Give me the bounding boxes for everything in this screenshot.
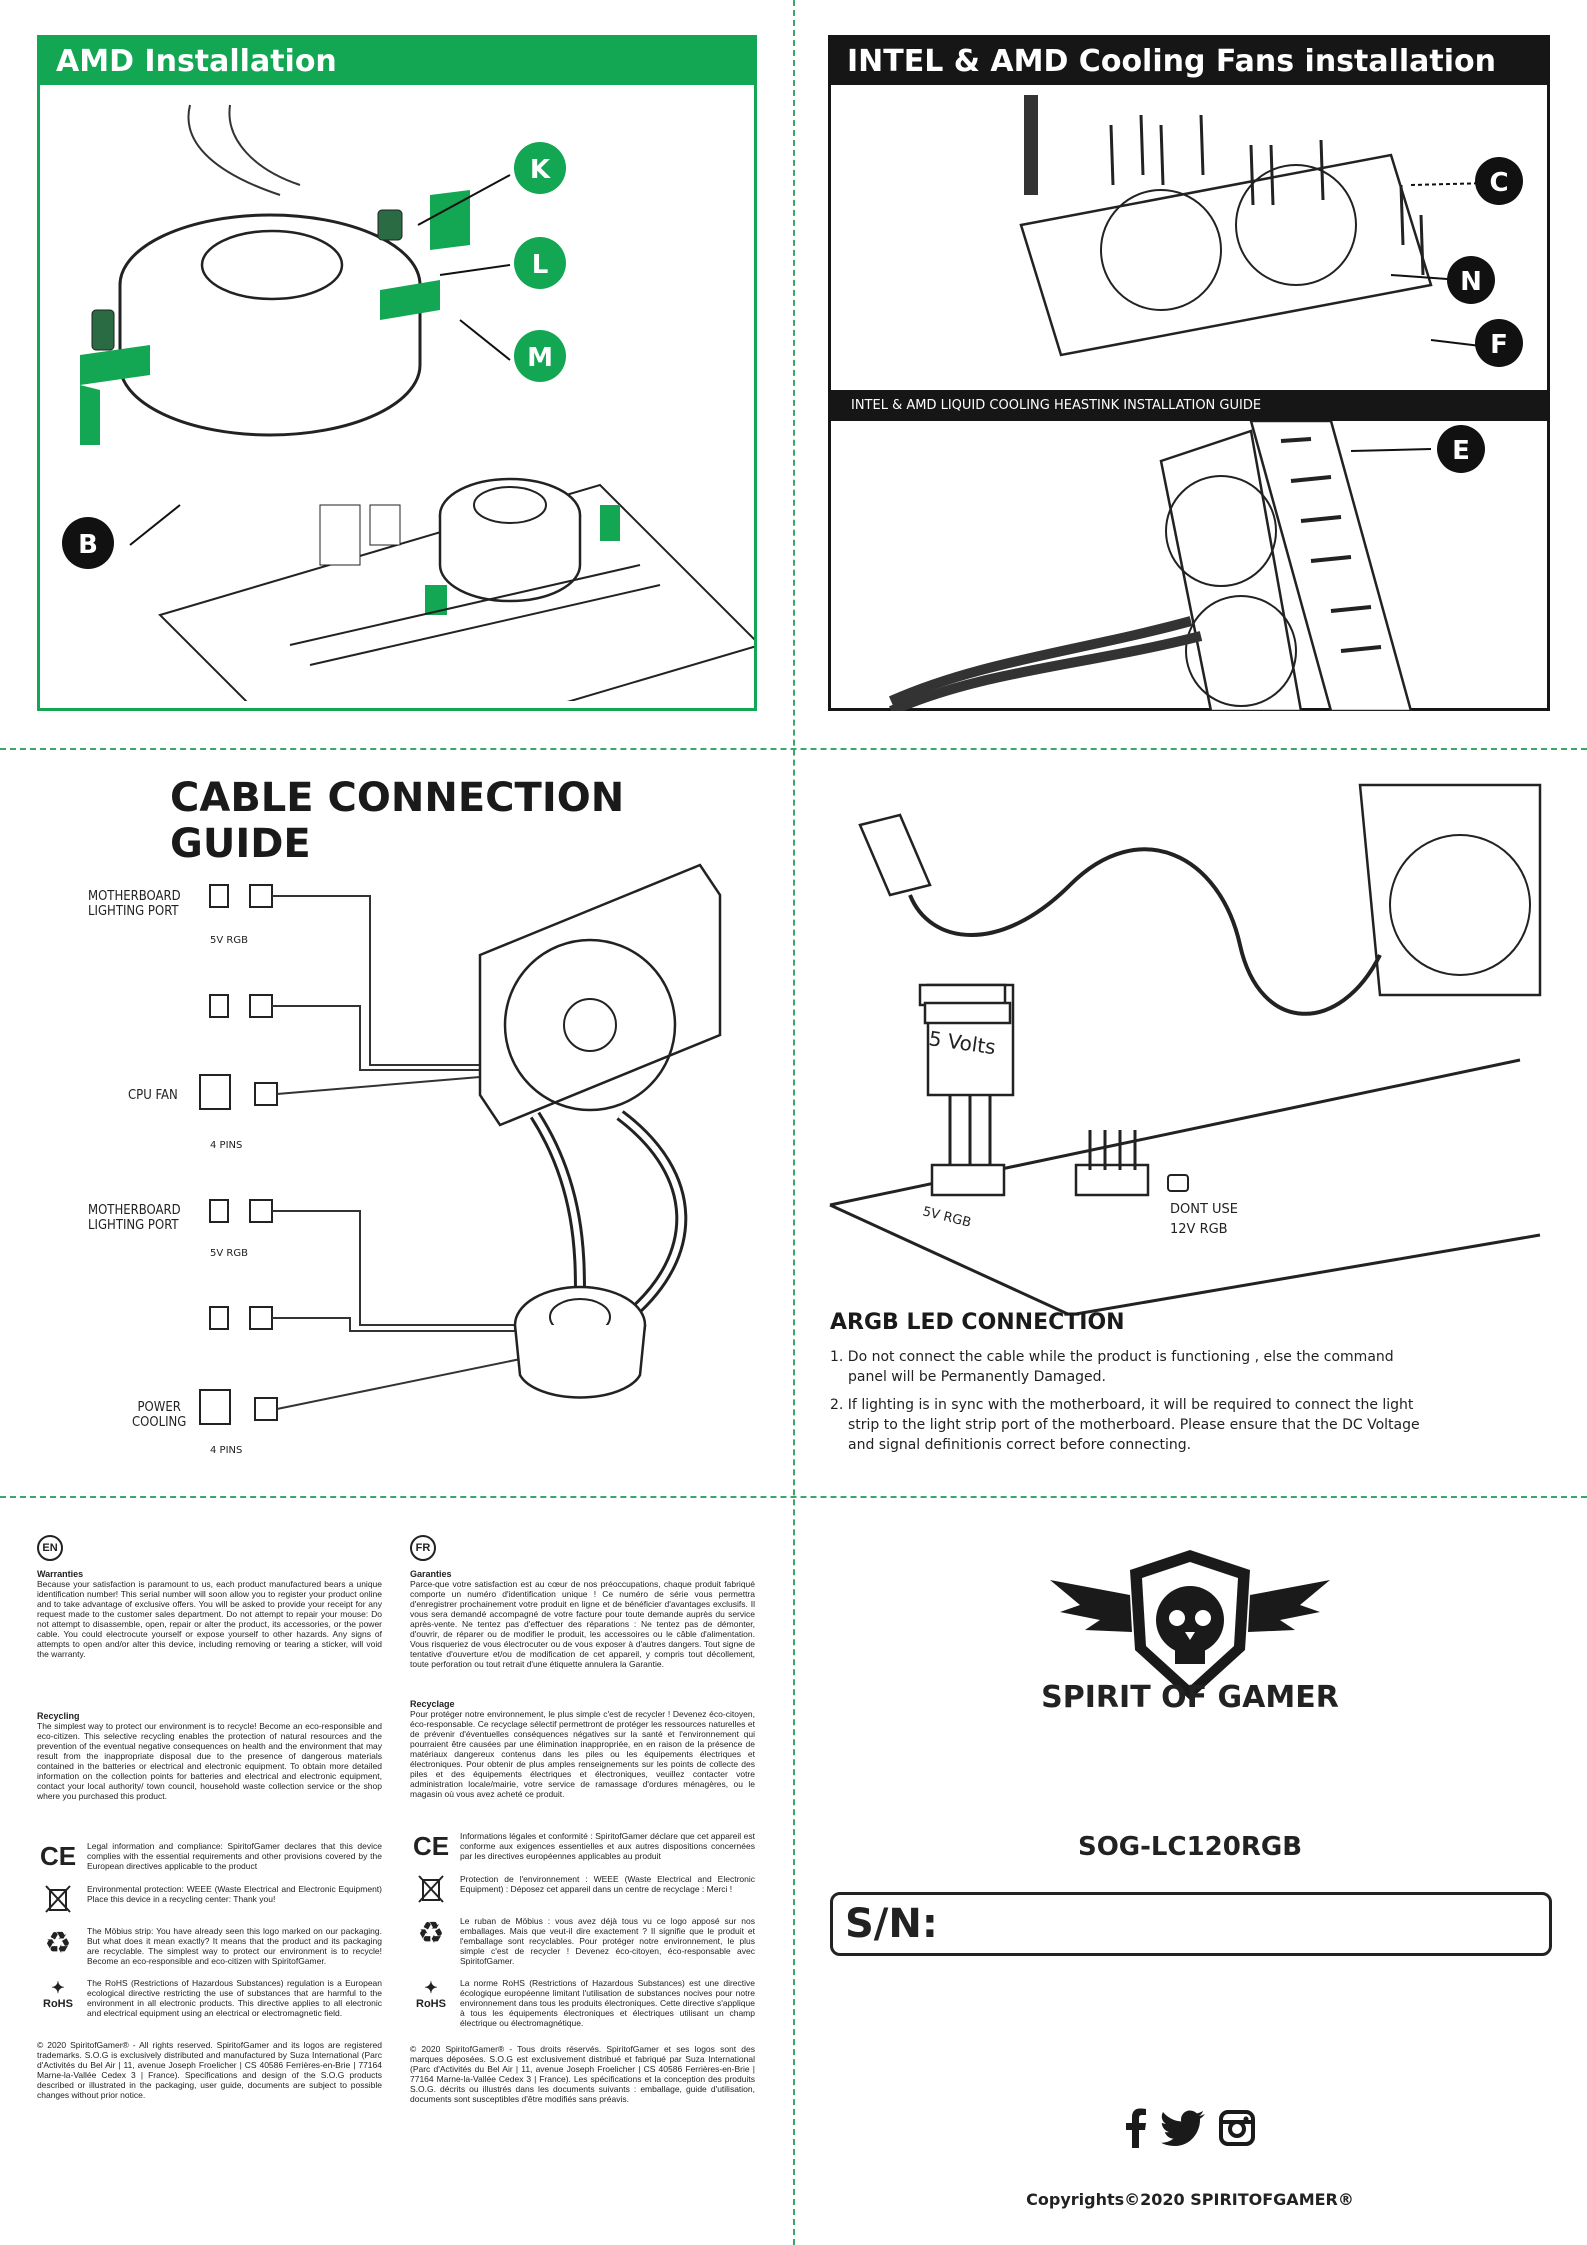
note-4-pins-1: 4 PINS bbox=[210, 1140, 243, 1151]
amd-installation-diagram: K L M B bbox=[62, 104, 762, 777]
en-rohs-row: ✦RoHS The RoHS (Restrictions of Hazardou… bbox=[37, 1978, 382, 2018]
en-mobius-row: ♻ The Möbius strip: You have already see… bbox=[37, 1926, 382, 1966]
dont-use-12v-label: 12V RGB bbox=[1170, 1222, 1228, 1237]
brand-name: SPIRIT OF GAMER bbox=[1041, 1680, 1339, 1715]
ce-mark-icon: CE bbox=[39, 1841, 77, 1871]
en-weee-text: Environmental protection: WEEE (Waste El… bbox=[87, 1884, 382, 1904]
en-recycling-heading: Recycling bbox=[37, 1711, 80, 1721]
badge-f: F bbox=[1490, 330, 1508, 360]
en-warranties-text: Because your satisfaction is paramount t… bbox=[37, 1579, 382, 1659]
fr-rohs-text: La norme RoHS (Restrictions of Hazardous… bbox=[460, 1978, 755, 2028]
fr-flag-icon: FR bbox=[410, 1535, 436, 1561]
en-copyright-text: © 2020 SpiritofGamer® - All rights reser… bbox=[37, 2040, 382, 2100]
brand-copyright: Copyrights©2020 SPIRITOFGAMER® bbox=[1026, 2190, 1354, 2209]
weee-bin-icon bbox=[410, 1874, 452, 1904]
serial-number-box: S/N: bbox=[830, 1892, 1552, 1956]
cable-guide-title: CABLE CONNECTION GUIDE bbox=[170, 775, 625, 867]
fr-mobius-row: ♻ Le ruban de Möbius : vous avez déjà to… bbox=[410, 1916, 755, 1966]
fr-rohs-row: ✦RoHS La norme RoHS (Restrictions of Haz… bbox=[410, 1978, 755, 2028]
amd-installation-panel: AMD Installation K L bbox=[37, 35, 762, 777]
fr-recycling-heading: Recyclage bbox=[410, 1699, 455, 1709]
recycle-icon: ♻ bbox=[44, 1927, 72, 1960]
fr-ce-text: Informations légales et conformité : Spi… bbox=[460, 1831, 755, 1861]
en-warranties-heading: Warranties bbox=[37, 1569, 84, 1579]
serial-number-label: S/N: bbox=[845, 1901, 938, 1947]
fan-installation-subtitle: INTEL & AMD LIQUID COOLING HEASTINK INST… bbox=[831, 390, 1547, 421]
argb-diagram: 5 Volts 5V RGB DONT USE 12V RGB bbox=[829, 783, 1542, 1317]
instagram-icon[interactable] bbox=[1219, 2110, 1255, 2146]
fr-ce-row: CE Informations légales et conformité : … bbox=[410, 1831, 755, 1862]
argb-title: ARGB LED CONNECTION bbox=[830, 1310, 1125, 1335]
fr-warranties-heading: Garanties bbox=[410, 1569, 452, 1579]
amd-installation-title: AMD Installation bbox=[40, 38, 754, 85]
brand-panel: SPIRIT OF GAMER SOG-LC120RGB S/N: Copyri… bbox=[820, 1520, 1560, 2230]
badge-e: E bbox=[1452, 436, 1470, 466]
legal-fr-column: FR Garanties Parce-que votre satisfactio… bbox=[410, 1535, 755, 2225]
horizontal-cut-line-2 bbox=[0, 1496, 1587, 1498]
fr-warranties-text: Parce-que votre satisfaction est au cœur… bbox=[410, 1579, 755, 1669]
fan-installation-side-diagram: E bbox=[888, 419, 1485, 716]
en-rohs-text: The RoHS (Restrictions of Hazardous Subs… bbox=[87, 1978, 382, 2018]
model-number: SOG-LC120RGB bbox=[1077, 1832, 1303, 1862]
warning-speech-icon bbox=[1167, 1174, 1189, 1192]
fr-copyright-text: © 2020 SpiritofGamer® - Tous droits rése… bbox=[410, 2044, 755, 2104]
badge-l: L bbox=[532, 250, 549, 280]
argb-panel: 5 Volts 5V RGB DONT USE 12V RGB ARGB LED… bbox=[820, 775, 1560, 1475]
fan-installation-title: INTEL & AMD Cooling Fans installation bbox=[831, 38, 1547, 85]
rohs-icon: ✦RoHS bbox=[416, 1980, 446, 2010]
note-4-pins-2: 4 PINS bbox=[210, 1445, 243, 1456]
legal-en-column: EN Warranties Because your satisfaction … bbox=[37, 1535, 382, 2225]
twitter-icon[interactable] bbox=[1161, 2110, 1205, 2146]
facebook-icon[interactable] bbox=[1125, 2108, 1147, 2148]
badge-m: M bbox=[527, 343, 553, 373]
dont-use-label: DONT USE bbox=[1170, 1202, 1238, 1217]
ce-mark-icon: CE bbox=[412, 1831, 450, 1861]
fr-mobius-text: Le ruban de Möbius : vous avez déjà tous… bbox=[460, 1916, 755, 1966]
en-ce-row: CE Legal information and compliance: Spi… bbox=[37, 1841, 382, 1872]
fan-installation-top-diagram: C N F bbox=[1019, 95, 1523, 367]
en-flag-icon: EN bbox=[37, 1535, 63, 1561]
fr-recycling-text: Pour protéger notre environnement, le pl… bbox=[410, 1709, 755, 1799]
fr-weee-text: Protection de l'environnement : WEEE (Wa… bbox=[460, 1874, 755, 1894]
badge-b: B bbox=[78, 530, 98, 560]
horizontal-cut-line-1 bbox=[0, 748, 1587, 750]
en-weee-row: Environmental protection: WEEE (Waste El… bbox=[37, 1884, 382, 1914]
rohs-icon: ✦RoHS bbox=[43, 1980, 73, 2010]
recycle-icon: ♻ bbox=[417, 1917, 445, 1950]
weee-bin-icon bbox=[37, 1884, 79, 1914]
fan-installation-panel: INTEL & AMD Cooling Fans installation C … bbox=[828, 35, 1550, 716]
en-ce-text: Legal information and compliance: Spirit… bbox=[87, 1841, 382, 1871]
label-cpu-fan: CPU FAN bbox=[128, 1088, 178, 1103]
en-recycling-text: The simplest way to protect our environm… bbox=[37, 1721, 382, 1801]
note-5v-rgb-1: 5V RGB bbox=[210, 935, 248, 946]
spirit-of-gamer-logo bbox=[1050, 1550, 1330, 1700]
argb-instructions: 1. Do not connect the cable while the pr… bbox=[830, 1349, 1420, 1453]
badge-k: K bbox=[530, 155, 551, 185]
note-5v-rgb-2: 5V RGB bbox=[210, 1248, 248, 1259]
fr-weee-row: Protection de l'environnement : WEEE (Wa… bbox=[410, 1874, 755, 1904]
badge-c: C bbox=[1489, 168, 1508, 198]
en-mobius-text: The Möbius strip: You have already seen … bbox=[87, 1926, 382, 1966]
badge-n: N bbox=[1460, 267, 1482, 297]
vertical-cut-line bbox=[793, 0, 795, 2245]
cable-guide-diagram bbox=[199, 863, 722, 1425]
social-icons bbox=[1120, 2108, 1260, 2148]
